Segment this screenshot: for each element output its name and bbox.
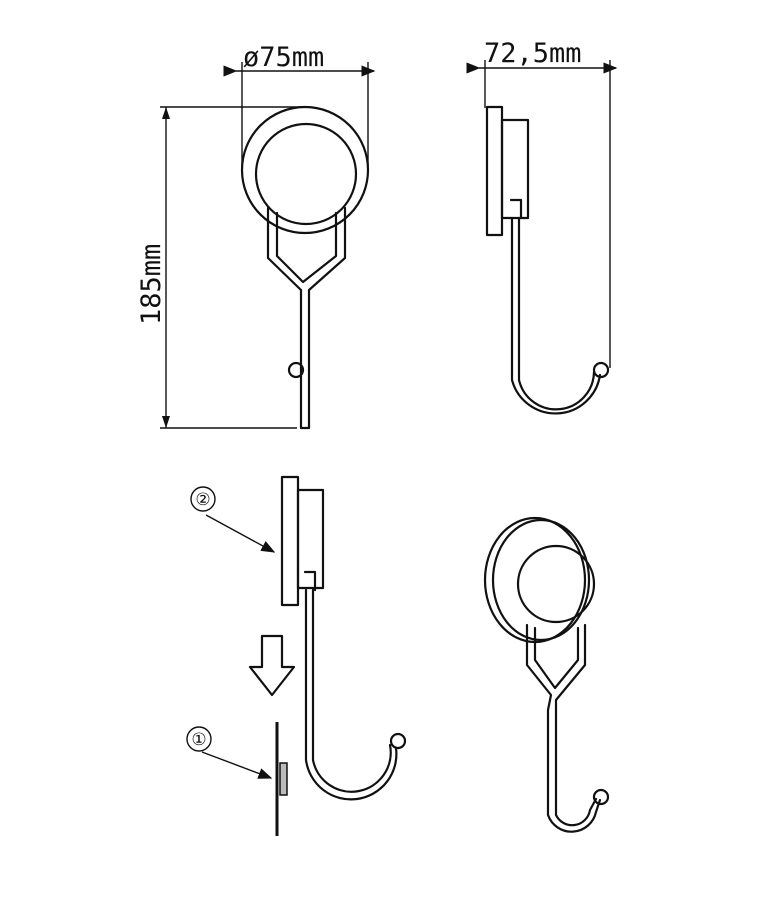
- side-view: 72,5mm: [466, 38, 618, 415]
- diameter-label: ø75mm: [243, 42, 324, 73]
- down-arrow-icon: [248, 634, 296, 697]
- height-label: 185mm: [136, 244, 167, 325]
- callout-2: ②: [195, 490, 210, 510]
- adhesive-base: [279, 762, 288, 796]
- installation-view: ② ①: [186, 475, 407, 836]
- callout-1: ①: [191, 730, 206, 750]
- depth-label: 72,5mm: [484, 38, 582, 69]
- perspective-view: [483, 516, 610, 833]
- front-view: ø75mm 185mm: [136, 42, 376, 430]
